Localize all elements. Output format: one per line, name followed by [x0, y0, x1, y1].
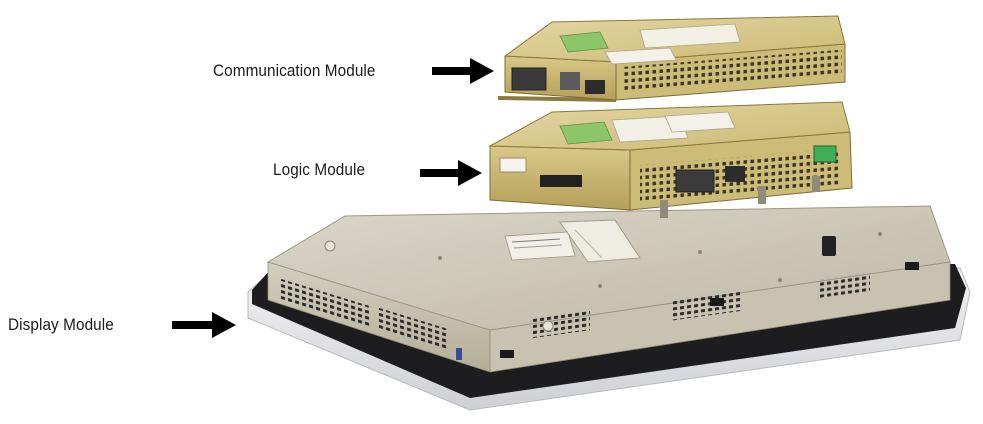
logic-module [488, 101, 853, 218]
communication-arrow-icon [432, 58, 494, 84]
display-module [247, 205, 971, 411]
display-arrow-icon [172, 312, 236, 338]
communication-module [498, 15, 846, 102]
communication-module-label: Communication Module [213, 61, 376, 80]
logic-arrow-icon [420, 160, 482, 186]
display-module-label: Display Module [8, 315, 114, 334]
logic-module-label: Logic Module [273, 160, 366, 179]
